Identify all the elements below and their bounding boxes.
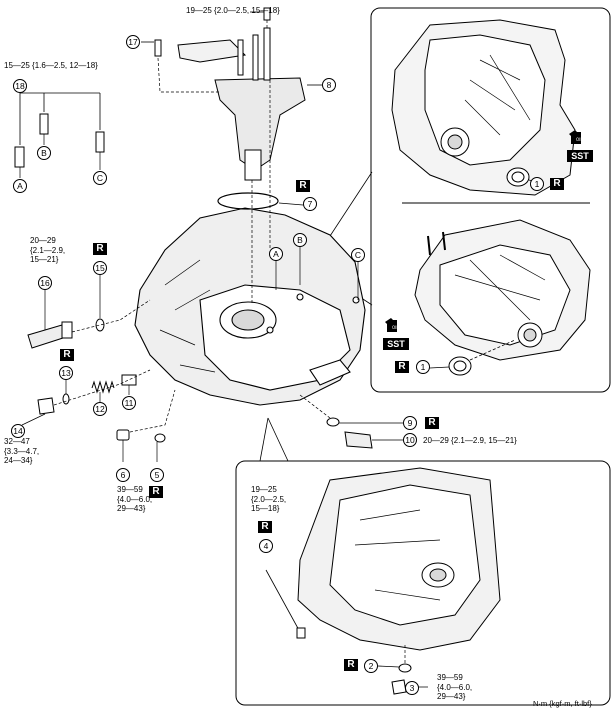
torque-label-3: 39—59 {4.0—6.0, 29—43}: [437, 673, 473, 701]
torque-label-6: 39—59 {4.0—6.0, 29—43}: [117, 485, 153, 513]
sst-mark-top: SST: [567, 150, 593, 162]
dowel-pin-a: [14, 146, 25, 168]
callout-7: 7: [303, 197, 317, 211]
oil-can-text-bottom: OIL: [392, 325, 399, 330]
replace-mark-2: R: [344, 659, 358, 671]
washer-2: [398, 663, 412, 673]
replace-mark-15: R: [93, 243, 107, 255]
dowel-pin-c: [95, 131, 105, 153]
callout-a: A: [13, 179, 27, 193]
replace-mark-9: R: [425, 417, 439, 429]
bolt-4: [296, 627, 306, 639]
o-ring-7: [217, 192, 279, 210]
oil-can-icon-bottom: OIL: [385, 318, 399, 332]
callout-1-bottom: 1: [416, 360, 430, 374]
oil-can-icon-top: OIL: [569, 130, 583, 144]
gasket-15: [95, 318, 105, 332]
oil-can-text-top: OIL: [576, 137, 583, 142]
plug-6: [116, 429, 130, 441]
callout-10: 10: [403, 433, 417, 447]
replace-mark-7: R: [296, 180, 310, 192]
callout-b: B: [37, 146, 51, 160]
callout-b-case: B: [293, 233, 307, 247]
callout-c: C: [93, 171, 107, 185]
washer-9: [326, 417, 340, 427]
oil-seal-right: [448, 356, 472, 376]
sst-mark-bottom: SST: [383, 338, 409, 350]
callout-4: 4: [259, 539, 273, 553]
transaxle-case-main: [134, 207, 366, 406]
plunger-11: [121, 374, 137, 386]
callout-3: 3: [405, 681, 419, 695]
spring-12: [91, 380, 115, 394]
dowel-pin-b: [39, 113, 49, 135]
replace-mark-13: R: [60, 349, 74, 361]
callout-14: 14: [11, 424, 25, 438]
plug-14: [37, 397, 55, 415]
callout-18: 18: [13, 79, 27, 93]
callout-15: 15: [93, 261, 107, 275]
shift-control-assembly: [177, 27, 306, 181]
torque-label-16: 20—29 {2.1—2.9, 15—21}: [30, 236, 66, 264]
callout-5: 5: [150, 468, 164, 482]
callout-a-case: A: [269, 247, 283, 261]
washer-5: [154, 433, 166, 443]
torque-label-14: 32—47 {3.3—4.7, 24—34}: [4, 437, 40, 465]
callout-17: 17: [126, 35, 140, 49]
torque-label-10: 20—29 {2.1—2.9, 15—21}: [423, 436, 517, 445]
transaxle-case-view-bottom: [297, 467, 501, 651]
plug-3: [391, 679, 407, 695]
torque-label-4: 19—25 {2.0—2.5, 15—18}: [251, 485, 287, 513]
callout-13: 13: [59, 366, 73, 380]
callout-12: 12: [93, 402, 107, 416]
neutral-switch-16: [27, 321, 73, 349]
transaxle-case-view-right: [414, 219, 591, 361]
torque-label-top: 19—25 {2.0—2.5, 15—18}: [186, 6, 280, 15]
callout-8: 8: [322, 78, 336, 92]
callout-c-case: C: [351, 248, 365, 262]
replace-mark-5: R: [149, 486, 163, 498]
bolt-17: [154, 39, 162, 57]
callout-1-top: 1: [530, 177, 544, 191]
replace-mark-4: R: [258, 521, 272, 533]
units-note: N·m {kgf·m, ft·lbf}: [533, 699, 592, 708]
callout-11: 11: [122, 396, 136, 410]
sensor-10: [344, 431, 373, 449]
replace-mark-1-top: R: [550, 178, 564, 190]
replace-mark-1-bottom: R: [395, 361, 409, 373]
callout-6: 6: [116, 468, 130, 482]
callout-2: 2: [364, 659, 378, 673]
callout-16: 16: [38, 276, 52, 290]
callout-9: 9: [403, 416, 417, 430]
torque-label-18: 15—25 {1.6—2.5, 12—18}: [4, 61, 98, 70]
